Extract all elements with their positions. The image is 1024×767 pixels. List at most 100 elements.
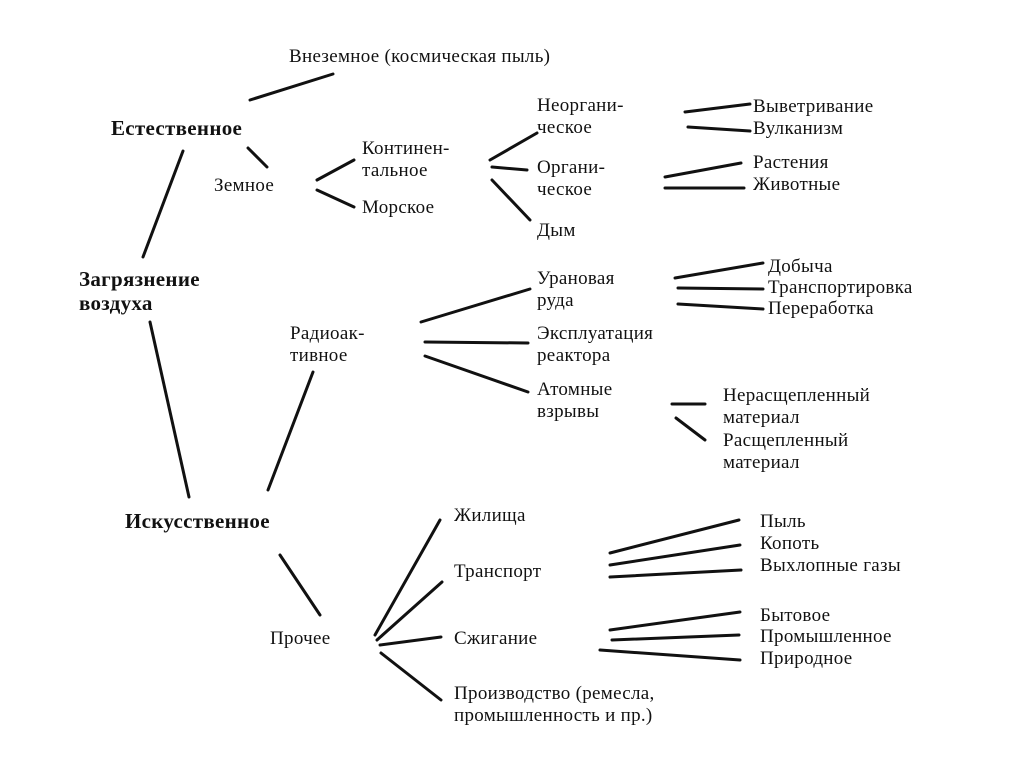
connector-line (673, 261, 765, 280)
label-kontinentalnoe-1: Континен- (362, 138, 450, 159)
label-transportirovka: Транспортировка (768, 277, 913, 298)
connector-line (248, 72, 335, 102)
node-iskusstvennoe: Искусственное (125, 509, 270, 533)
connector-line (148, 320, 191, 499)
connector-line (488, 131, 539, 162)
label-atomnye-2: взрывы (537, 401, 600, 422)
label-uranovaya-2: руда (537, 290, 574, 311)
connector-line (379, 651, 443, 702)
connector-line (419, 287, 532, 324)
label-zagryaznenie-2: воздуха (79, 291, 153, 315)
connector-line (683, 102, 752, 114)
label-ekspluataciya-1: Эксплуатация (537, 323, 654, 344)
label-pererabotka: Переработка (768, 298, 874, 319)
node-zagryaznenie-vozdukha: Загрязнение воздуха (79, 267, 200, 315)
connector-line (686, 125, 752, 133)
label-uranovaya-1: Урановая (537, 268, 615, 289)
node-uranovaya-ruda: Урановая руда (537, 268, 615, 312)
node-proizvodstvo: Производство (ремесла, промышленность и … (454, 683, 655, 727)
connector-line (423, 354, 530, 394)
label-transport: Транспорт (454, 561, 542, 582)
label-dobycha: Добыча (768, 256, 833, 277)
node-radioaktivnoe: Радиоак- тивное (290, 323, 365, 367)
label-vykhlopnye-gazy: Выхлопные газы (760, 555, 901, 576)
connector-line (608, 543, 742, 567)
node-transportirovka: Транспортировка (768, 277, 913, 299)
label-ekspluataciya-2: реактора (537, 345, 611, 366)
label-rasshcheplennyy-1: Расщепленный (723, 430, 849, 451)
node-prochee: Прочее (270, 628, 330, 650)
connector-line (373, 518, 442, 637)
label-kopot: Копоть (760, 533, 820, 554)
connector-line (490, 165, 529, 172)
connector-line (423, 340, 530, 345)
connector-line (315, 188, 356, 209)
node-ekspluataciya: Эксплуатация реактора (537, 323, 653, 367)
node-pyl: Пыль (760, 511, 806, 533)
label-nerasshcheplennyy-1: Нерасщепленный (723, 385, 871, 406)
label-rasshcheplennyy-2: материал (723, 452, 800, 473)
connector-line (608, 610, 742, 632)
label-vyvetrivanie: Выветривание (753, 96, 874, 117)
connector-line (610, 633, 741, 642)
node-transport: Транспорт (454, 561, 541, 583)
label-organicheskoe-2: ческое (537, 179, 593, 200)
node-kontinentalnoe: Континен- тальное (362, 138, 450, 182)
label-neorganicheskoe-2: ческое (537, 117, 593, 138)
connector-line (663, 161, 743, 179)
label-neorganicheskoe-1: Неоргани- (537, 95, 624, 116)
label-bytovoe: Бытовое (760, 605, 831, 626)
node-zhilishcha: Жилища (454, 505, 526, 527)
node-nerasshcheplennyy: Нерасщепленный материал (723, 385, 870, 429)
node-kopot: Копоть (760, 533, 819, 555)
connector-line (598, 648, 742, 662)
node-prirodnoe: Природное (760, 648, 853, 670)
node-vnezemnoe: Внеземное (космическая пыль) (289, 46, 550, 68)
node-rasteniya: Растения (753, 152, 829, 174)
label-morskoe: Морское (362, 197, 435, 218)
node-pererabotka: Переработка (768, 298, 874, 320)
label-szhiganie: Сжигание (454, 628, 538, 649)
connector-line (141, 149, 185, 259)
node-bytovoe: Бытовое (760, 605, 830, 627)
node-atomnye-vzryvy: Атомные взрывы (537, 379, 612, 423)
node-morskoe: Морское (362, 197, 434, 219)
label-atomnye-1: Атомные (537, 379, 613, 400)
label-prochee: Прочее (270, 628, 331, 649)
connector-line (246, 146, 269, 169)
node-dobycha: Добыча (768, 256, 833, 278)
label-proizvodstvo-1: Производство (ремесла, (454, 683, 655, 704)
node-dym: Дым (537, 220, 576, 242)
label-rasteniya: Растения (753, 152, 829, 173)
label-zemnoe: Земное (214, 175, 275, 196)
node-vykhlopnye-gazy: Выхлопные газы (760, 555, 901, 577)
label-pyl: Пыль (760, 511, 806, 532)
label-vulkanizm: Вулканизм (753, 118, 844, 139)
node-vulkanizm: Вулканизм (753, 118, 843, 140)
label-kontinentalnoe-2: тальное (362, 160, 428, 181)
connector-line (674, 416, 707, 442)
label-radioaktivnoe-2: тивное (290, 345, 348, 366)
label-zhivotnye: Животные (753, 174, 841, 195)
node-rasshcheplennyy: Расщепленный материал (723, 430, 848, 474)
node-zemnoe: Земное (214, 175, 274, 197)
label-radioaktivnoe-1: Радиоак- (290, 323, 365, 344)
label-prirodnoe: Природное (760, 648, 853, 669)
label-nerasshcheplennyy-2: материал (723, 407, 800, 428)
connector-line (315, 158, 356, 182)
connector-line (676, 302, 765, 311)
node-vyvetrivanie: Выветривание (753, 96, 873, 118)
connector-line (378, 635, 443, 647)
label-promyshlennoe: Промышленное (760, 626, 892, 647)
connector-line (676, 286, 765, 291)
label-organicheskoe-1: Органи- (537, 157, 606, 178)
label-proizvodstvo-2: промышленность и пр.) (454, 705, 653, 726)
node-organicheskoe: Органи- ческое (537, 157, 605, 201)
connector-line (278, 553, 322, 617)
label-zagryaznenie-1: Загрязнение (79, 267, 200, 291)
node-estestvennoe: Естественное (111, 116, 242, 140)
label-vnezemnoe: Внеземное (космическая пыль) (289, 46, 551, 67)
node-promyshlennoe: Промышленное (760, 626, 892, 648)
